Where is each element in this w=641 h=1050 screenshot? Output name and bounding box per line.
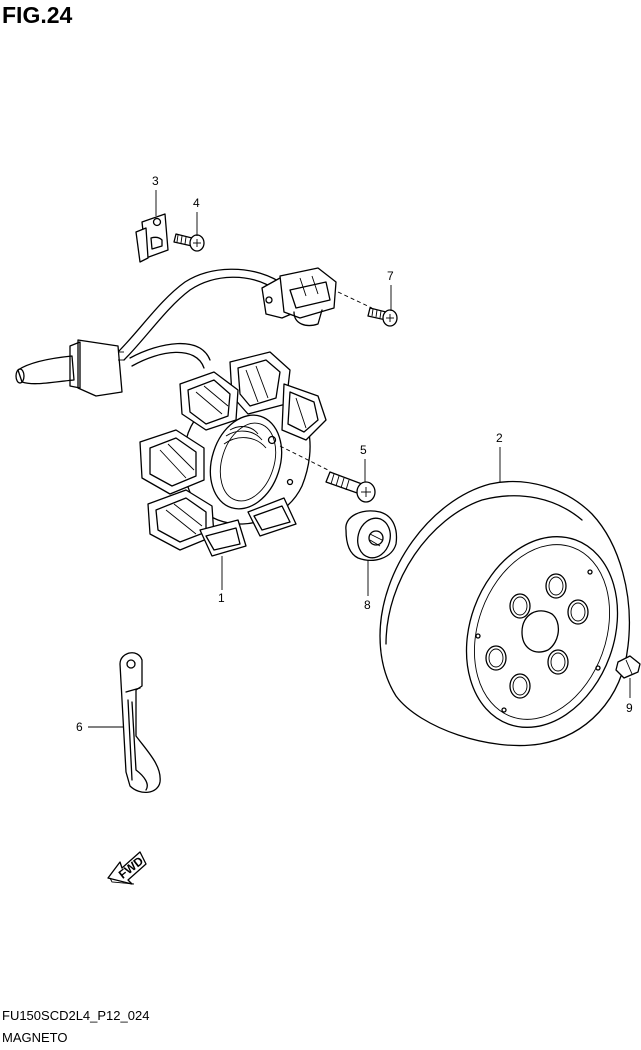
figure-code: FU150SCD2L4_P12_024 bbox=[2, 1008, 150, 1023]
callout-4: 4 bbox=[193, 196, 200, 210]
callout-7: 7 bbox=[387, 269, 394, 283]
part-6-clamp bbox=[119, 652, 161, 793]
fwd-arrow: FWD bbox=[107, 851, 147, 885]
part-3-clamp bbox=[135, 213, 169, 263]
figure-title: FIG.24 bbox=[2, 2, 73, 28]
part-2-rotor bbox=[379, 480, 631, 747]
callout-2: 2 bbox=[496, 431, 503, 445]
callout-6: 6 bbox=[76, 720, 83, 734]
wire-harness bbox=[15, 268, 281, 397]
part-7-screw bbox=[367, 307, 398, 327]
part-9-key bbox=[615, 655, 641, 679]
part-8-nut bbox=[345, 510, 398, 561]
pickup-coil bbox=[261, 267, 337, 327]
callouts: 3 4 7 2 5 8 1 9 6 bbox=[76, 174, 633, 734]
callout-8: 8 bbox=[364, 598, 371, 612]
part-1-stator bbox=[139, 351, 327, 557]
part-5-bolt bbox=[325, 471, 376, 503]
callout-9: 9 bbox=[626, 701, 633, 715]
callout-1: 1 bbox=[218, 591, 225, 605]
callout-5: 5 bbox=[360, 443, 367, 457]
callout-3: 3 bbox=[152, 174, 159, 188]
figure-name: MAGNETO bbox=[2, 1030, 68, 1045]
part-4-screw bbox=[173, 233, 205, 252]
